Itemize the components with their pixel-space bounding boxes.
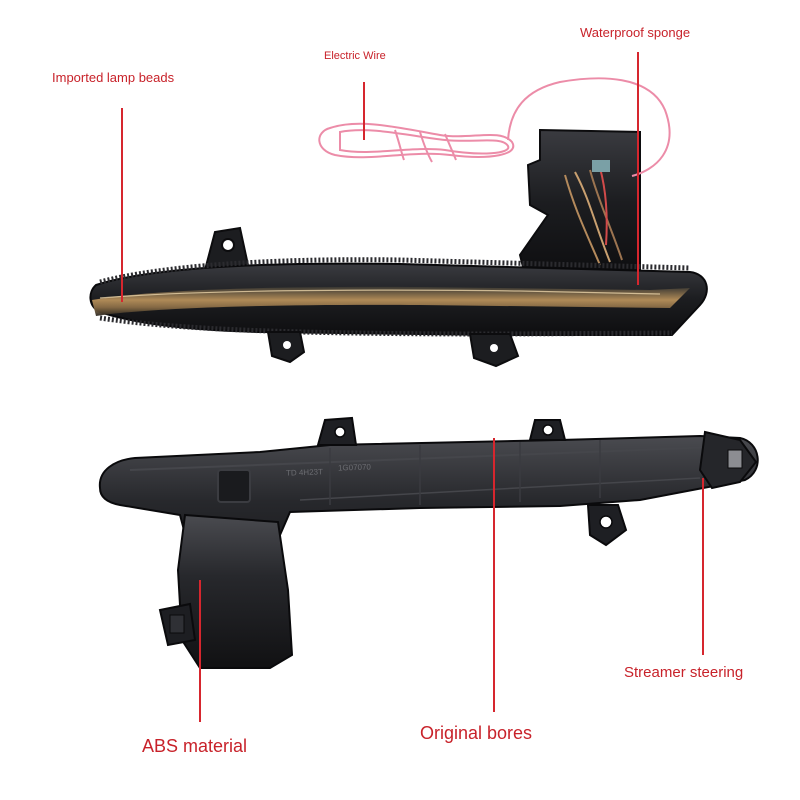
connector-pcb <box>592 160 610 172</box>
bottom-housing-assembly <box>98 416 759 669</box>
label-electric-wire: Electric Wire <box>324 50 386 62</box>
led-lens-strip <box>92 286 690 316</box>
electric-wire-coil <box>318 77 671 177</box>
abs-housing-drop <box>176 513 294 669</box>
label-imported-lamp-beads: Imported lamp beads <box>52 70 175 85</box>
connector-housing-top <box>518 128 641 276</box>
housing-imprint-1: TD 4H23T <box>285 467 324 478</box>
internal-wires <box>564 167 623 266</box>
square-recess <box>217 469 251 503</box>
label-original-bores: Original bores <box>420 723 533 743</box>
label-abs-material: ABS material <box>142 736 248 756</box>
label-waterproof-sponge: Waterproof sponge <box>580 25 691 40</box>
housing-imprint-2: 1G07070 <box>337 462 372 473</box>
leader-lines <box>121 52 704 722</box>
top-lamp-assembly <box>89 128 708 368</box>
label-streamer-steering: Streamer steering <box>624 664 744 681</box>
waterproof-sponge-gasket <box>99 257 691 285</box>
